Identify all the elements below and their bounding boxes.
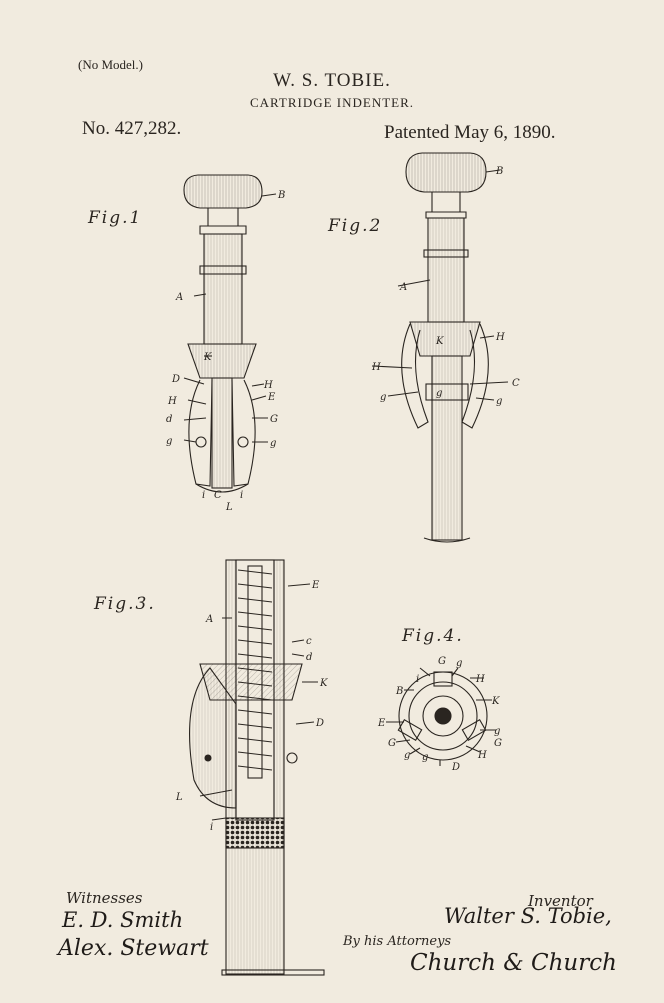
fig2-label-b: B (495, 166, 503, 177)
patent-date: Patented May 6, 1890. (384, 122, 556, 143)
witness-signature-2: Alex. Stewart (58, 936, 209, 961)
fig1-label-d-upper: D (171, 374, 180, 385)
fig4-label-e: E (377, 718, 386, 729)
fig1-label-l: L (225, 502, 233, 513)
fig1-label-i-right: i (240, 490, 243, 501)
figure-3-drawing (189, 559, 325, 976)
fig3-label-a: A (205, 614, 213, 625)
fig4-label-i: i (416, 674, 419, 685)
fig3-label-l: L (175, 792, 183, 803)
fig3-label: Fig.3. (94, 594, 156, 614)
fig1-label-a: A (175, 292, 183, 303)
fig3-label-k: K (319, 678, 328, 689)
fig2-label: Fig.2 (328, 216, 383, 236)
fig1-label-b: B (277, 190, 285, 201)
fig2-label-g-left: g (380, 392, 386, 403)
fig4-label: Fig.4. (402, 626, 464, 646)
fig3-label-i: i (210, 822, 213, 833)
fig4-label-g-left: g (404, 750, 410, 761)
inventor-name-heading: W. S. TOBIE. (273, 70, 391, 91)
fig2-label-a: A (399, 282, 407, 293)
fig4-label-g-right: g (494, 726, 500, 737)
attorneys-signature: Church & Church (410, 950, 617, 976)
fig3-label-c: c (306, 636, 312, 647)
figure-2-drawing (371, 152, 509, 543)
fig4-label-k: K (491, 696, 500, 707)
fig4-label-g-lower: g (422, 752, 428, 763)
fig4-label-b: B (395, 686, 403, 697)
fig3-label-e: E (311, 580, 320, 591)
fig2-label-c: C (512, 378, 520, 389)
fig1-label-g-left: g (166, 436, 172, 447)
fig1-label-g-right: g (270, 438, 276, 449)
fig3-label-d-upper: D (315, 718, 324, 729)
fig2-label-k: K (435, 336, 444, 347)
fig1-label-i-left: i (202, 490, 205, 501)
fig2-label-h-left: H (371, 362, 381, 373)
fig3-label-d: d (306, 652, 312, 663)
figure-4-drawing (386, 667, 496, 766)
subject-heading: CARTRIDGE INDENTER. (249, 95, 415, 110)
fig1-label-h: H (167, 396, 177, 407)
fig1-label-k: K (203, 352, 212, 363)
inventor-label: Inventor (528, 892, 593, 910)
fig4-label-g: g (456, 658, 462, 669)
fig2-label-g-mid: g (436, 388, 442, 399)
fig4-label-g-cap-right: G (494, 738, 502, 749)
fig2-label-g-right: g (496, 396, 502, 407)
fig1-label-c: C (214, 490, 222, 501)
witness-signature-1: E. D. Smith (62, 908, 184, 932)
fig4-label-h-bottom: H (477, 750, 487, 761)
fig4-label-g-cap-left: G (388, 738, 396, 749)
fig2-label-h-right: H (495, 332, 505, 343)
fig1-label: Fig.1 (88, 208, 143, 228)
fig4-label-h-top: H (475, 674, 485, 685)
no-model-note: (No Model.) (78, 57, 143, 72)
fig1-label-h-right: H (263, 380, 273, 391)
fig4-label-d: D (451, 762, 460, 773)
fig1-label-g-cap: G (270, 414, 278, 425)
witnesses-label: Witnesses (66, 889, 143, 907)
fig4-label-g-cap: G (438, 656, 446, 667)
patent-number: No. 427,282. (82, 118, 182, 139)
inventor-signature: Walter S. Tobie, (444, 904, 612, 928)
fig1-label-e: E (267, 392, 276, 403)
figure-1-drawing (183, 174, 277, 493)
fig1-label-d-lower: d (166, 414, 172, 425)
attorneys-label: By his Attorneys (343, 934, 452, 949)
